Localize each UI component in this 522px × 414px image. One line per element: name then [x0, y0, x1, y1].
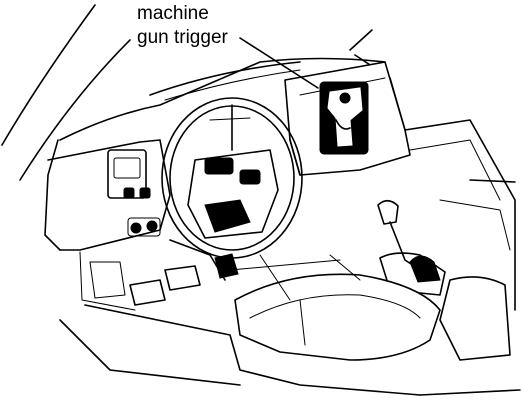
- callout-label-line-1: machine: [137, 3, 209, 24]
- left-knob-1: [131, 223, 141, 233]
- left-knob-2: [147, 221, 157, 231]
- right-door-panel: [405, 120, 515, 310]
- callout-label-line-2: gun trigger: [137, 27, 228, 48]
- windshield-frame: [2, 5, 405, 180]
- callout-leader-line: [240, 38, 318, 88]
- seat: [235, 274, 510, 360]
- gear-stick: [378, 201, 445, 295]
- trigger-console: [285, 62, 410, 175]
- left-instrument-panel: [48, 140, 170, 310]
- steering-column-pedals: [130, 240, 238, 305]
- floor: [60, 255, 520, 395]
- steering-wheel: [162, 98, 302, 258]
- callout-label: machine gun trigger: [137, 2, 257, 50]
